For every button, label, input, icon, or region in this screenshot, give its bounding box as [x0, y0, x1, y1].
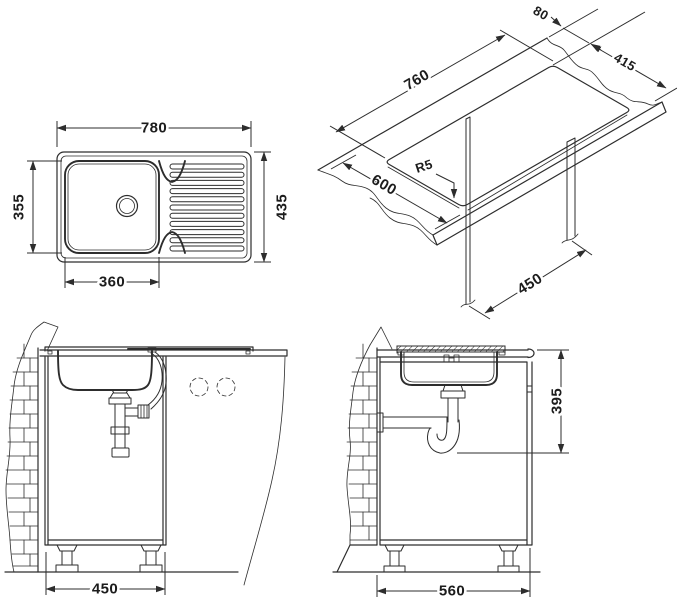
tee-coupling [137, 404, 150, 419]
knockout-hole-1 [189, 377, 209, 397]
dim-label-450-iso: 450 [514, 270, 545, 298]
p-trap-inner [436, 416, 448, 441]
sink-rim-section-hatched [396, 345, 506, 353]
dim-label-80: 80 [531, 3, 552, 24]
drawer-gap [526, 385, 533, 393]
cabinet-side [379, 357, 533, 573]
brick-wall-side [336, 326, 393, 573]
dim-bowl-depth: 355 [8, 160, 62, 254]
overflow-connector [147, 347, 157, 353]
counter-bullnose [527, 348, 535, 359]
foot-stem-right [145, 550, 157, 566]
sink-outer-edge [56, 151, 252, 263]
rim-clip-left [47, 350, 53, 355]
drain-assembly-front [108, 347, 167, 458]
dim-cabinet-depth: 560 [376, 548, 531, 600]
wall-break-edge-side [346, 344, 371, 546]
waste-outlet-pipe [382, 416, 448, 429]
sink-rim-inner [60, 155, 248, 259]
rim-clip-front [498, 351, 506, 356]
pipe-nut [110, 426, 130, 435]
p-trap-outer [427, 419, 460, 454]
tailpiece-pipe [114, 403, 126, 449]
bowl-outline [64, 160, 160, 254]
wall-footing [336, 544, 378, 573]
foot-plate-left [56, 544, 78, 552]
dim-cabinet-width-iso: 450 [468, 240, 593, 320]
side-view: 395 560 [332, 326, 569, 600]
rim-clip-right [245, 350, 251, 355]
dim-counter-depth: 600 [330, 154, 461, 230]
dim-corner-radius: R5 [411, 154, 458, 199]
tailpiece-side [447, 397, 459, 423]
overflow-hose-outer [147, 352, 163, 406]
countertop-side [376, 345, 535, 359]
dishwasher-tee [124, 407, 139, 417]
dim-cutout-depth: 415 [591, 44, 677, 102]
drainboard-ridges [169, 163, 245, 252]
brick-courses-front [5, 357, 39, 567]
dim-bowl-width: 360 [64, 257, 160, 293]
drain-nut-side [440, 390, 466, 399]
counter-break-left-lower [369, 197, 438, 246]
dim-label-600: 600 [368, 171, 399, 199]
countertop-front [39, 346, 288, 357]
foot-stem-front2 [503, 550, 514, 567]
foot-plate-back [384, 544, 405, 552]
drain-hole-inner [119, 198, 135, 214]
dim-overall-depth: 435 [254, 151, 293, 263]
dim-label-355: 355 [11, 194, 28, 220]
foot-plate-right [140, 544, 162, 552]
foot-base-front2 [497, 565, 520, 573]
drain-trap-side [376, 384, 466, 454]
brick-courses-side [346, 357, 378, 541]
front-view: 450 [4, 321, 288, 600]
counter-front-edge [432, 101, 663, 236]
isometric-view: 760 80 415 600 450 R5 [317, 0, 677, 320]
coupling-ribs [140, 404, 148, 419]
brick-wall-front [5, 321, 59, 573]
cabinet-front [44, 356, 167, 573]
molded-transition-top [158, 160, 186, 183]
wall-break-edge-front [5, 321, 59, 573]
brick-joints-front [23, 343, 31, 567]
foot-base-back [383, 565, 406, 573]
drain-nut [108, 397, 132, 405]
dim-label-r5: R5 [413, 156, 434, 176]
dim-overall-width: 780 [56, 117, 252, 147]
dim-label-360: 360 [99, 274, 125, 291]
knockout-hole-2 [216, 377, 236, 397]
overflow-slot [443, 354, 460, 363]
dim-label-760: 760 [401, 66, 432, 94]
brick-joints-side [362, 343, 370, 541]
counter-thickness-edge [432, 101, 667, 246]
drain-hole [115, 194, 139, 218]
dim-label-780: 780 [141, 120, 167, 137]
cabinet-panel-right [561, 137, 579, 244]
dim-label-395: 395 [549, 388, 566, 414]
dim-cutout-width: 760 [329, 29, 554, 159]
drain-flange [109, 392, 131, 399]
dim-label-415: 415 [611, 50, 638, 74]
foot-stem-left [61, 550, 73, 566]
dim-label-560: 560 [439, 583, 465, 600]
foot-stem-back [389, 550, 400, 567]
foot-base-left [55, 564, 79, 573]
dim-label-450-front: 450 [92, 581, 118, 598]
bowl-inner-side [403, 351, 495, 383]
bowl-section-front [57, 350, 153, 391]
side-panel-front [189, 356, 286, 586]
dim-trap-height: 395 [457, 349, 569, 454]
foot-base-right [139, 564, 163, 573]
top-view: 780 435 355 360 [8, 117, 293, 293]
foot-plate-front2 [498, 544, 519, 552]
wall-break-top-side [369, 326, 393, 350]
dim-cabinet-width-front: 450 [45, 552, 166, 600]
panel-break-edge [243, 356, 286, 586]
dim-label-435: 435 [274, 194, 291, 220]
trap-cup [111, 447, 130, 458]
bowl-inner-line [67, 163, 157, 251]
counter-back-edge [317, 37, 548, 171]
